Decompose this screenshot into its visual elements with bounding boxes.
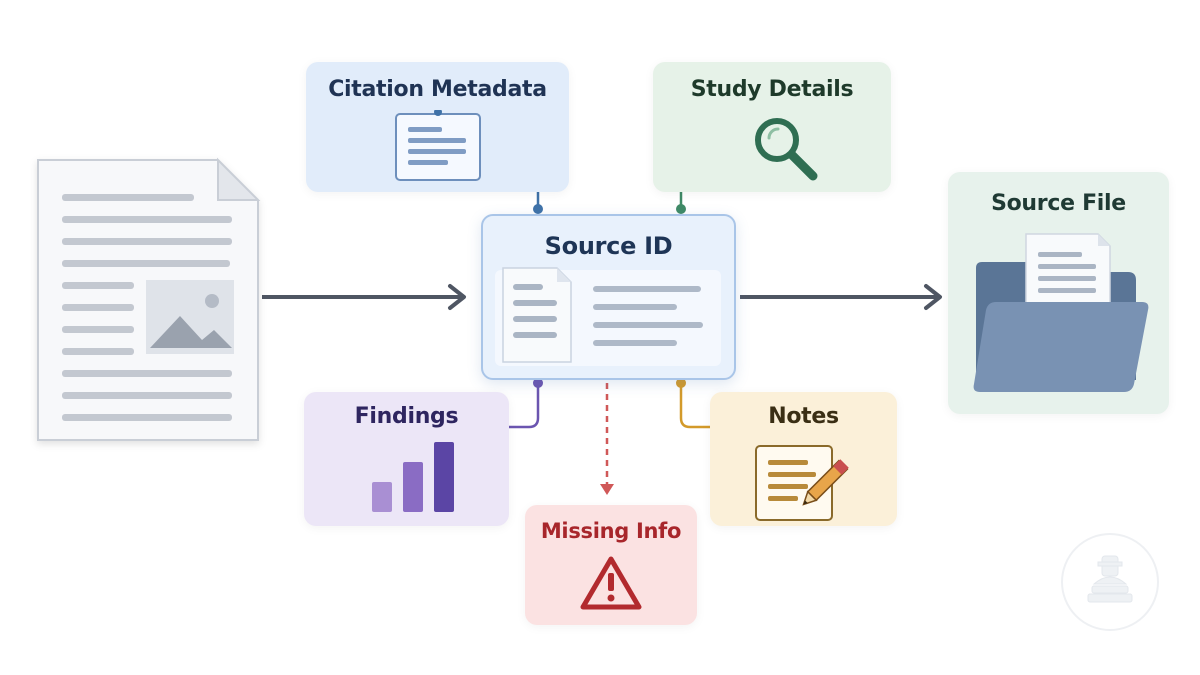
study-details-title: Study Details: [690, 77, 854, 102]
source-id-node: Source ID: [481, 214, 736, 380]
notes-title: Notes: [768, 404, 839, 429]
flow-arrow-input: [262, 284, 466, 310]
source-file-node: Source File: [948, 172, 1169, 414]
document-record-icon: [495, 267, 721, 366]
findings-title: Findings: [354, 404, 459, 429]
warning-triangle-icon: [580, 556, 642, 610]
flow-arrow-output: [740, 284, 942, 310]
input-document-icon: [37, 157, 261, 441]
missing-info-title: Missing Info: [540, 519, 682, 543]
magnifier-icon: [755, 118, 818, 181]
citation-metadata-node: Citation Metadata: [306, 62, 569, 192]
source-file-title: Source File: [991, 191, 1126, 216]
notes-node: Notes: [710, 392, 897, 526]
findings-node: Findings: [304, 392, 509, 526]
missing-info-node: Missing Info: [525, 505, 697, 625]
document-card-icon: [395, 110, 481, 181]
source-id-title: Source ID: [544, 232, 673, 260]
watermark-logo-icon: [1061, 533, 1159, 631]
citation-metadata-title: Citation Metadata: [328, 77, 547, 102]
notepad-pencil-icon: [755, 445, 849, 521]
connector-missing: [600, 383, 614, 495]
study-details-node: Study Details: [653, 62, 891, 192]
bar-chart-icon: [372, 442, 454, 512]
folder-with-document-icon: [973, 233, 1149, 392]
